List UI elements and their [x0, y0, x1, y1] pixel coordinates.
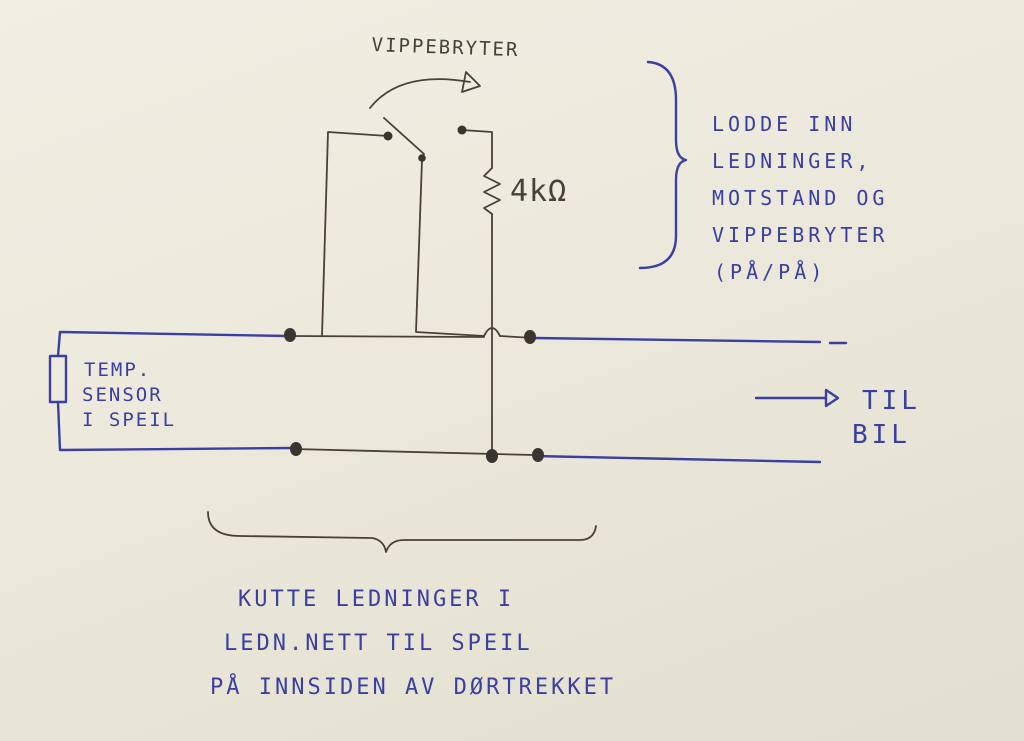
instruction-solder-line: VIPPEBRYTER: [712, 223, 889, 247]
instruction-cut: KUTTE LEDNINGER I LEDN.NETT TIL SPEIL PÅ…: [210, 578, 616, 710]
instruction-cut-line: LEDN.NETT TIL SPEIL: [224, 631, 533, 656]
switch-lever: [383, 117, 425, 155]
sensor-label-line: I SPEIL: [82, 409, 177, 431]
terminal-switch-common: [418, 154, 426, 162]
solder-point-bottom-left: [290, 442, 302, 456]
instruction-solder: LODDE INN LEDNINGER, MOTSTAND OG VIPPEBR…: [712, 106, 888, 291]
instruction-solder-line: LEDNINGER,: [712, 149, 873, 173]
bracket-bottom: [207, 511, 597, 553]
sensor-label-line: TEMP.: [84, 359, 152, 381]
switch-arc-arrow: [369, 78, 471, 109]
sensor-label: TEMP. SENSOR I SPEIL: [82, 358, 176, 433]
instruction-solder-line: MOTSTAND OG: [712, 186, 889, 210]
to-car-label: TIL BIL: [852, 384, 921, 452]
to-car-label-line: BIL: [852, 420, 911, 450]
instruction-solder-line: (PÅ/PÅ): [714, 260, 827, 284]
wire-top-left: [56, 330, 290, 358]
wire-switch-left: [321, 131, 389, 337]
wire-resistor-top: [461, 129, 493, 169]
solder-point-bottom-right: [532, 448, 544, 462]
solder-point-top-left: [284, 328, 296, 342]
wire-top-right: [532, 336, 822, 344]
arrow-head-to-car: [824, 388, 840, 408]
resistor-zigzag: [483, 167, 501, 215]
instruction-cut-line: PÅ INNSIDEN AV DØRTREKKET: [210, 675, 617, 700]
terminal-switch-left: [383, 131, 393, 141]
instruction-solder-line: LODDE INN: [712, 112, 857, 136]
to-car-label-line: TIL: [862, 386, 921, 416]
wire-bottom-right: [532, 454, 822, 464]
wire-bottom-left: [56, 400, 294, 452]
sensor-label-line: SENSOR: [82, 384, 163, 406]
wire-top-middle: [289, 335, 485, 338]
instruction-cut-line: KUTTE LEDNINGER I: [238, 587, 515, 612]
switch-arrow-head: [461, 71, 481, 93]
terminal-switch-right: [457, 125, 467, 135]
bracket-right: [638, 60, 688, 270]
temp-sensor-resistor: [48, 354, 68, 404]
resistor-label: 4kΩ: [510, 174, 568, 209]
solder-point-top-right: [524, 330, 536, 344]
wire-bottom-middle: [293, 448, 535, 456]
wire-switch-common: [415, 159, 485, 337]
solder-point-bottom-mid: [486, 449, 498, 463]
